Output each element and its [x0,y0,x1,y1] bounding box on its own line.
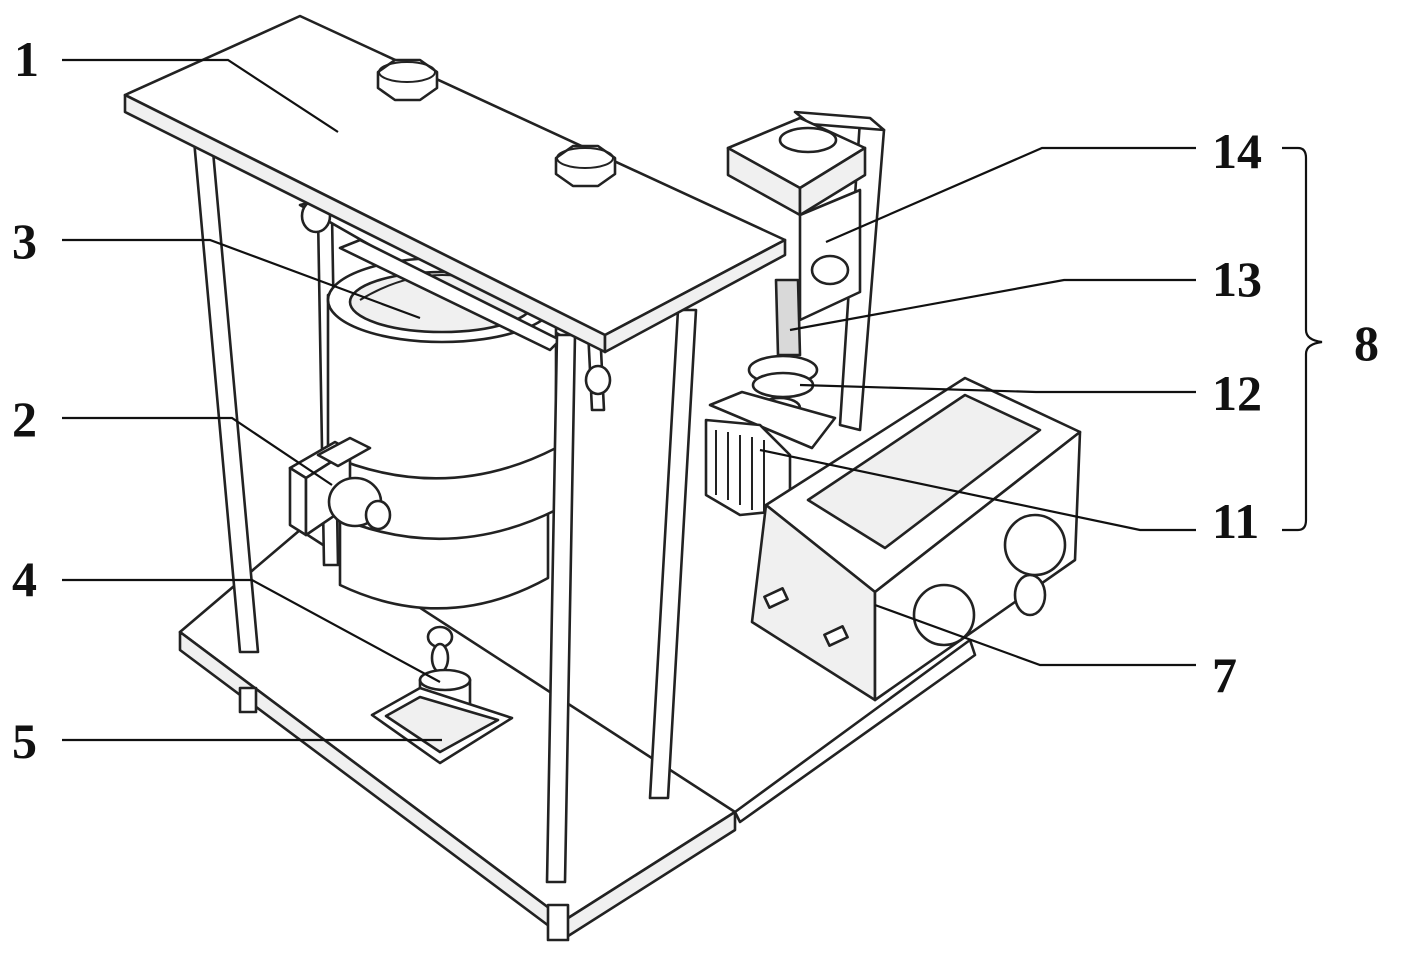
label-8: 8 [1354,315,1379,371]
frame-rod-left [192,138,260,654]
label-4: 4 [12,551,37,607]
leader-7 [874,603,1196,667]
label-7: 7 [1212,647,1237,703]
leader-14 [825,146,1196,244]
label-5: 5 [12,713,37,769]
label-11: 11 [1212,493,1259,549]
leader-12 [799,383,1196,394]
label-13: 13 [1212,251,1262,307]
part-labels: 1 3 2 4 5 14 13 12 11 7 8 [12,31,1379,769]
label-1: 1 [14,31,39,87]
brace-8 [1282,146,1323,532]
leader-4 [62,578,441,683]
leader-3 [62,238,421,320]
leader-lines [62,58,1323,742]
leader-1 [62,58,339,133]
side-module-stand [704,110,886,517]
clamp [288,436,392,537]
leader-2 [62,416,333,486]
label-3: 3 [12,213,37,269]
leader-13 [789,278,1196,332]
label-12: 12 [1212,365,1262,421]
label-2: 2 [12,391,37,447]
leader-11 [759,448,1196,532]
label-14: 14 [1212,123,1262,179]
top-plate [123,14,787,354]
